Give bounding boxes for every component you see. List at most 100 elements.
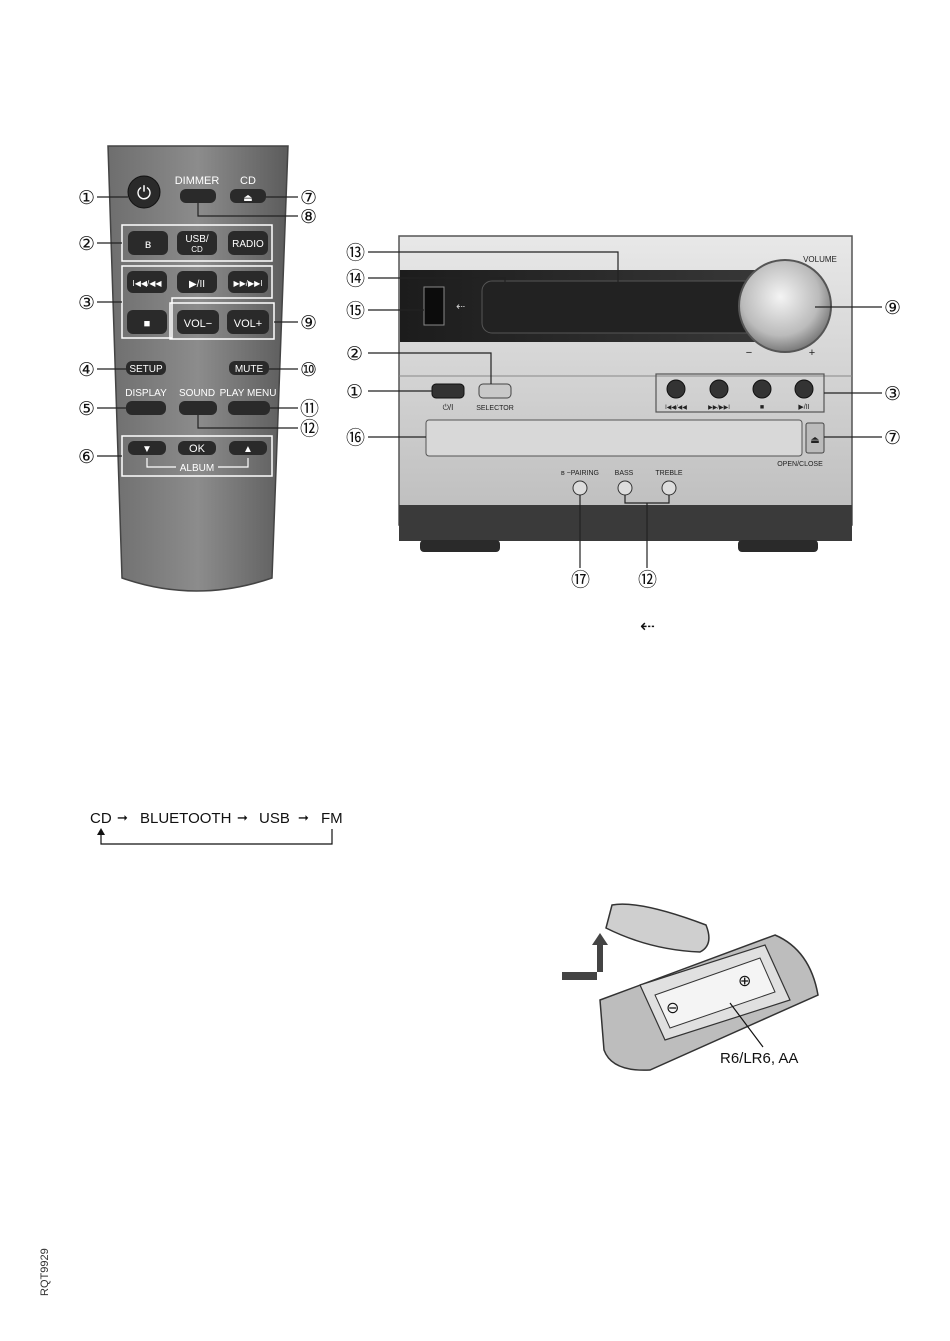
arrow-icon: ➞ [298, 810, 309, 825]
callout-11: ⑪ [300, 398, 319, 420]
source-fm: FM [321, 810, 343, 827]
callout-13: ⑬ [346, 242, 365, 264]
radio-label: RADIO [232, 239, 264, 250]
cd-tray[interactable] [426, 420, 802, 456]
callout-8: ⑧ [300, 207, 317, 228]
unit-callout-9: ⑨ [884, 298, 901, 319]
battery-minus-icon: ⊖ [666, 1000, 679, 1017]
callout-12: ⑫ [300, 418, 319, 440]
play-menu-button[interactable] [228, 401, 270, 415]
dimmer-label: DIMMER [175, 175, 220, 187]
dimmer-button[interactable] [180, 189, 216, 203]
usb-icon: ⇠ [456, 301, 465, 313]
selector-label: SELECTOR [476, 405, 514, 412]
treble-button[interactable] [662, 481, 676, 495]
selector-button[interactable] [479, 384, 511, 398]
unit-stop-button[interactable] [753, 380, 771, 398]
source-sequence: CD ➞ BLUETOOTH ➞ USB ➞ FM [90, 810, 343, 844]
up-icon: ▲ [243, 444, 253, 455]
unit-callout-12: ⑫ [638, 569, 657, 591]
unit-next-label: ▶▶/▶▶I [708, 405, 730, 411]
mute-label: MUTE [235, 364, 264, 375]
callout-9: ⑨ [300, 313, 317, 334]
next-icon: ▶▶/▶▶I [233, 279, 262, 288]
volume-up-label: VOL+ [234, 318, 262, 330]
battery-plus-icon: ⊕ [738, 973, 751, 990]
callout-15: ⑮ [346, 300, 365, 322]
pairing-label: ʙ −PAIRING [561, 470, 599, 477]
unit-previous-label: I◀◀/◀◀ [665, 405, 687, 411]
loop-line [101, 829, 332, 844]
volume-label: VOLUME [803, 255, 837, 264]
callout-3: ③ [78, 293, 95, 314]
unit-power-button[interactable] [432, 384, 464, 398]
cd-label: CD [240, 175, 256, 187]
battery-cover [606, 904, 709, 952]
callout-1: ① [78, 188, 95, 209]
loop-arrowhead-icon [97, 828, 105, 835]
volume-down-label: VOL− [184, 318, 212, 330]
eject-icon: ⏏ [243, 193, 252, 204]
unit-play-label: ▶/II [798, 404, 809, 411]
source-cd: CD [90, 810, 112, 827]
usb-symbol-icon: ⇠ [640, 616, 655, 636]
unit-callout-7: ⑦ [884, 428, 901, 449]
callout-17: ⑰ [571, 569, 590, 591]
unit-next-button[interactable] [710, 380, 728, 398]
bass-label: BASS [615, 470, 634, 477]
unit-stop-label: ■ [760, 404, 764, 411]
unit-foot-left [420, 540, 500, 552]
callout-10: ⑩ [300, 360, 317, 381]
unit-callout-1: ① [346, 382, 363, 403]
display-button[interactable] [126, 401, 166, 415]
usb-cd-label-bottom: CD [191, 245, 203, 254]
ok-label: OK [189, 443, 206, 455]
unit-base [399, 505, 852, 541]
bass-button[interactable] [618, 481, 632, 495]
bluetooth-icon: ʙ [145, 237, 151, 251]
callout-16: ⑯ [346, 427, 365, 449]
volume-minus-label: − [746, 347, 752, 359]
arrow-icon: ➞ [237, 810, 248, 825]
open-close-label: OPEN/CLOSE [777, 461, 823, 468]
callout-2: ② [78, 234, 95, 255]
sound-button[interactable] [179, 401, 217, 415]
arrow-icon: ➞ [117, 810, 128, 825]
usb-cd-label-top: USB/ [185, 234, 209, 245]
display-label: DISPLAY [125, 388, 167, 399]
treble-label: TREBLE [655, 470, 683, 477]
down-icon: ▼ [142, 444, 152, 455]
album-label: ALBUM [180, 463, 214, 474]
setup-label: SETUP [129, 364, 163, 375]
previous-icon: I◀◀/◀◀ [132, 279, 162, 288]
source-usb: USB [259, 810, 290, 827]
callout-5: ⑤ [78, 399, 95, 420]
play-pause-icon: ▶/II [189, 279, 205, 290]
callout-4: ④ [78, 360, 95, 381]
power-icon: ⏻ [137, 183, 151, 203]
sound-label: SOUND [179, 388, 215, 399]
main-unit: ⇠ VOLUME − + ⏻/I SELECTOR I◀◀/◀◀ ▶▶/▶▶I … [346, 236, 901, 591]
callout-14: ⑭ [346, 268, 365, 290]
play-menu-label: PLAY MENU [220, 388, 277, 399]
unit-foot-right [738, 540, 818, 552]
unit-callout-3: ③ [884, 384, 901, 405]
unit-previous-button[interactable] [667, 380, 685, 398]
unit-play-button[interactable] [795, 380, 813, 398]
stop-icon: ■ [144, 318, 151, 330]
source-bluetooth: BLUETOOTH [140, 810, 231, 827]
volume-plus-label: + [809, 347, 815, 359]
unit-callout-2: ② [346, 344, 363, 365]
usb-port[interactable] [424, 287, 444, 325]
callout-7: ⑦ [300, 188, 317, 209]
battery-type-label: R6/LR6, AA [720, 1050, 798, 1067]
battery-illustration: ⊖ ⊕ R6/LR6, AA [562, 904, 818, 1070]
insert-arrow-icon [562, 933, 608, 980]
callout-6: ⑥ [78, 447, 95, 468]
remote-control: ⏻ DIMMER CD ⏏ ʙ USB/ CD RADIO I◀◀/◀◀ ▶/I… [78, 146, 319, 591]
volume-knob[interactable] [739, 260, 831, 352]
unit-power-label: ⏻/I [443, 403, 454, 412]
pairing-button[interactable] [573, 481, 587, 495]
open-close-eject-icon: ⏏ [810, 435, 819, 446]
